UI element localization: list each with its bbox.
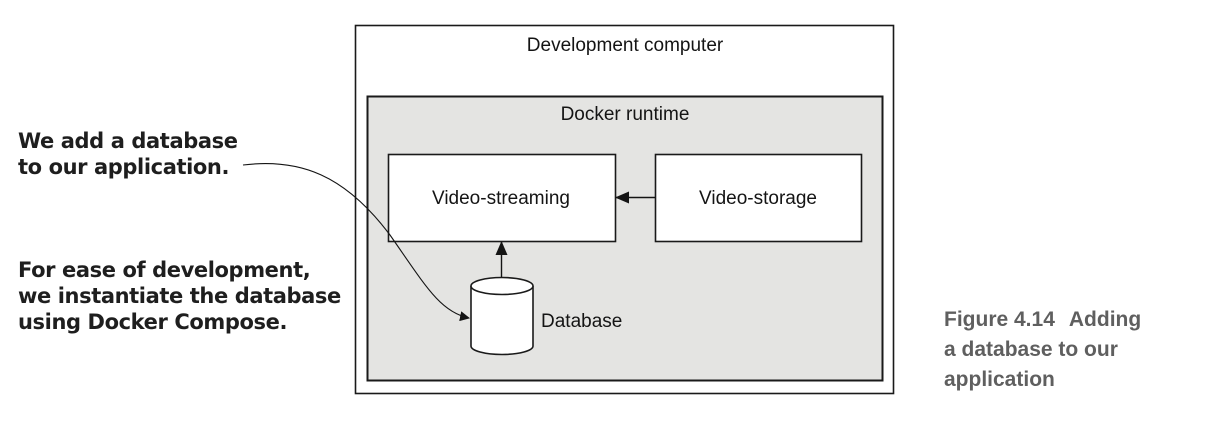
annotation-add-database: We add a database to our application. xyxy=(18,128,238,180)
caption-line: a database to our xyxy=(944,338,1118,361)
annotation-line: For ease of development, xyxy=(18,258,311,282)
annotation-line: we instantiate the database xyxy=(18,284,341,308)
video-storage-label: Video-storage xyxy=(699,188,817,209)
annotation-line: to our application. xyxy=(18,155,230,179)
database-label: Database xyxy=(541,311,622,332)
database-cylinder-icon xyxy=(470,276,534,356)
docker-runtime-label: Docker runtime xyxy=(561,104,690,125)
caption-line-1: Figure 4.14 Adding xyxy=(944,305,1141,335)
annotation-line: using Docker Compose. xyxy=(18,310,288,334)
caption-title-start: Adding xyxy=(1068,308,1142,331)
caption-line: application xyxy=(944,368,1055,391)
figure-caption: Figure 4.14 Adding a database to our appl… xyxy=(944,305,1141,395)
development-computer-label: Development computer xyxy=(527,35,724,56)
annotation-docker-compose: For ease of development, we instantiate … xyxy=(18,257,341,335)
callout-arrow-to-database xyxy=(242,162,470,322)
annotation-line: We add a database xyxy=(18,129,238,153)
video-streaming-label: Video-streaming xyxy=(432,188,570,209)
figure-number: Figure 4.14 xyxy=(944,308,1055,331)
video-storage-box xyxy=(654,153,863,243)
